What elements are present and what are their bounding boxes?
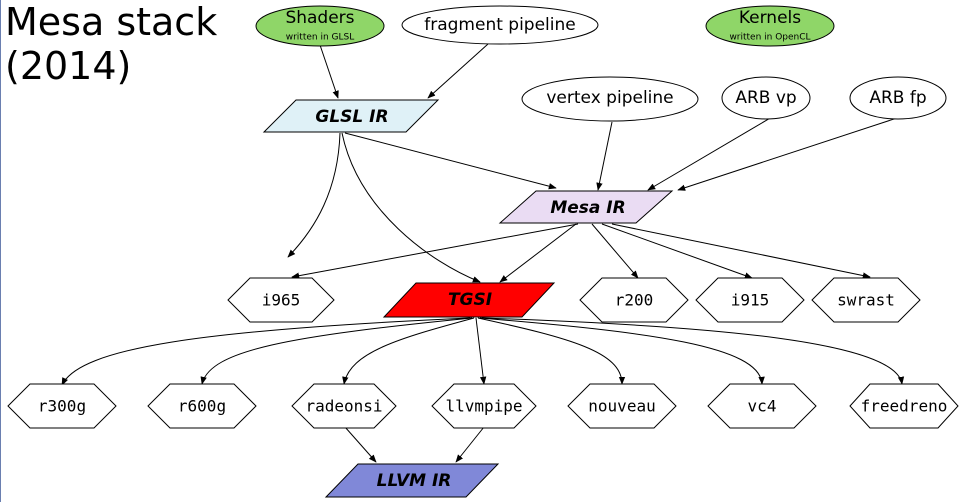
edge-tgsi-freedreno [481,317,905,385]
vertex-pipeline-node: vertex pipeline [521,76,699,122]
driver-r300g: r300g [7,383,117,429]
edge-llvmpipe-llvm [455,426,485,463]
edge-tgsi-r600g [200,317,473,385]
mesa-ir-label: Mesa IR [550,198,625,218]
glsl-ir-label: GLSL IR [315,107,388,127]
fragment-pipeline-label: fragment pipeline [424,15,576,35]
glsl-ir-node: GLSL IR [262,99,440,133]
driver-freedreno: freedreno [849,383,959,429]
edge-tgsi-r300g [61,317,471,386]
shaders-sublabel: written in GLSL [286,33,355,43]
driver-swrast-label: swrast [837,291,895,310]
driver-vc4: vc4 [707,383,817,429]
driver-swrast: swrast [811,277,921,323]
driver-r300g-label: r300g [38,397,86,416]
driver-i915: i915 [695,277,805,323]
mesa-ir-node: Mesa IR [498,190,674,224]
arb-fp-node: ARB fp [849,76,947,120]
edge-vertex-mesa [596,121,613,191]
driver-llvmpipe-label: llvmpipe [445,397,522,416]
driver-vc4-label: vc4 [748,397,777,416]
edge-glsl-mesa [344,132,557,190]
llvm-ir-label: LLVM IR [377,471,452,491]
edge-arbvp-mesa [647,116,773,191]
edge-radeonsi-llvm [344,426,377,463]
edge-glsl-tgsi [341,132,481,283]
driver-llvmpipe: llvmpipe [431,383,537,429]
shaders-label: Shaders [285,8,354,28]
arb-vp-node: ARB vp [721,76,811,120]
driver-r200: r200 [579,277,689,323]
driver-r600g-label: r600g [178,397,226,416]
tgsi-node: TGSI [382,282,556,318]
edge-shaders-glsl [319,44,339,99]
llvm-ir-node: LLVM IR [324,463,500,498]
edges [61,43,905,463]
vertex-pipeline-label: vertex pipeline [546,88,673,108]
driver-r600g: r600g [147,383,257,429]
edge-arbfp-mesa [677,116,901,191]
edge-mesa-swrast [611,223,871,279]
kernels-node: Kernels written in OpenCL [705,5,835,47]
driver-freedreno-label: freedreno [861,397,948,416]
tgsi-label: TGSI [448,290,492,310]
kernels-label: Kernels [739,8,801,28]
driver-i965: i965 [227,277,335,323]
edge-tgsi-radeonsi [342,317,475,385]
edge-mesa-i915 [601,223,753,279]
edge-tgsi-llvmpipe [475,317,487,385]
window-edge [0,0,1,502]
title-line-1: Mesa stack [5,0,218,44]
title-line-2: (2014) [5,44,132,88]
edge-fragment-glsl [427,43,489,99]
driver-r200-label: r200 [615,291,654,310]
edge-tgsi-vc4 [479,317,765,385]
arb-vp-label: ARB vp [735,88,796,108]
edge-tgsi-nouveau [477,317,626,385]
driver-radeonsi: radeonsi [291,383,397,429]
fragment-pipeline-node: fragment pipeline [401,5,599,45]
edge-mesa-i965 [291,223,579,279]
shaders-node: Shaders written in GLSL [255,5,385,47]
driver-radeonsi-label: radeonsi [305,397,382,416]
driver-nouveau: nouveau [567,383,677,429]
edge-mesa-r200 [591,223,639,279]
kernels-sublabel: written in OpenCL [729,33,810,43]
edge-mesa-tgsi [499,223,577,283]
arb-fp-label: ARB fp [869,88,926,108]
driver-nouveau-label: nouveau [588,397,655,416]
driver-i965-label: i965 [262,291,301,310]
driver-i915-label: i915 [731,291,770,310]
page-title: Mesa stack (2014) [5,0,217,88]
edge-glsl-i965 [287,132,341,258]
